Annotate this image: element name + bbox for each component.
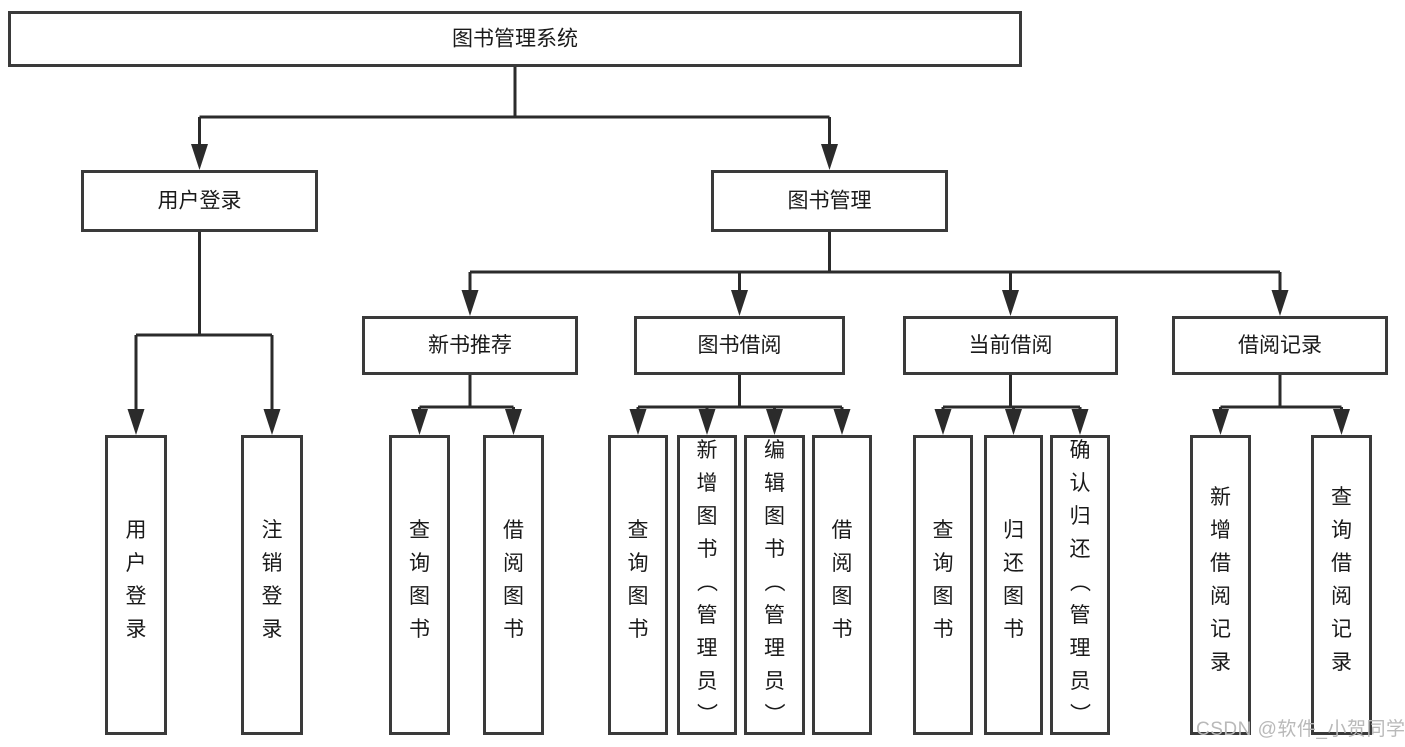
node-leaf-query-book-1[interactable]: 查询图书 xyxy=(389,435,450,735)
node-leaf-borrow-book-2[interactable]: 借阅图书 xyxy=(812,435,872,735)
node-leaf-query-record[interactable]: 查询借阅记录 xyxy=(1311,435,1372,735)
node-label: 查询图书 xyxy=(628,519,649,641)
node-current-borrow[interactable]: 当前借阅 xyxy=(903,316,1118,375)
node-label: 用户登录 xyxy=(126,519,147,641)
node-leaf-edit-book[interactable]: 编辑图书（管理员） xyxy=(744,435,805,735)
connector-group-book-manage xyxy=(461,232,1289,316)
node-root[interactable]: 图书管理系统 xyxy=(8,11,1022,67)
node-label: 借阅图书 xyxy=(503,519,524,641)
node-label: 确认归还（管理员） xyxy=(1070,439,1092,726)
node-leaf-query-book-3[interactable]: 查询图书 xyxy=(913,435,973,735)
node-label: 借阅图书 xyxy=(832,519,853,641)
node-new-book-rec[interactable]: 新书推荐 xyxy=(362,316,578,375)
node-label: 新增借阅记录 xyxy=(1210,486,1231,674)
node-label: 注销登录 xyxy=(262,519,283,641)
node-label: 图书借阅 xyxy=(698,334,782,357)
node-book-manage[interactable]: 图书管理 xyxy=(711,170,948,232)
node-leaf-return-book[interactable]: 归还图书 xyxy=(984,435,1043,735)
node-layer: 图书管理系统用户登录图书管理新书推荐图书借阅当前借阅借阅记录用户登录注销登录查询… xyxy=(8,11,1388,735)
connector-layer xyxy=(127,67,1350,435)
node-leaf-query-book-2[interactable]: 查询图书 xyxy=(608,435,668,735)
node-book-borrow[interactable]: 图书借阅 xyxy=(634,316,845,375)
connector-group-book-borrow xyxy=(629,375,851,435)
node-label: 当前借阅 xyxy=(969,334,1053,357)
node-borrow-record[interactable]: 借阅记录 xyxy=(1172,316,1388,375)
node-label: 查询图书 xyxy=(933,519,954,641)
node-user-login[interactable]: 用户登录 xyxy=(81,170,318,232)
node-leaf-logout[interactable]: 注销登录 xyxy=(241,435,303,735)
node-label: 查询借阅记录 xyxy=(1331,486,1352,674)
node-leaf-add-record[interactable]: 新增借阅记录 xyxy=(1190,435,1251,735)
node-label: 新增图书（管理员） xyxy=(697,439,719,726)
node-leaf-user-login[interactable]: 用户登录 xyxy=(105,435,167,735)
node-leaf-add-book[interactable]: 新增图书（管理员） xyxy=(677,435,737,735)
connector-group-borrow-record xyxy=(1212,375,1350,435)
connector-group-current-borrow xyxy=(934,375,1089,435)
node-leaf-borrow-book-1[interactable]: 借阅图书 xyxy=(483,435,544,735)
node-leaf-confirm-return[interactable]: 确认归还（管理员） xyxy=(1050,435,1110,735)
connector-group-new-book-rec xyxy=(411,375,522,435)
node-label: 归还图书 xyxy=(1003,519,1024,641)
node-label: 新书推荐 xyxy=(428,334,512,357)
watermark-label: CSDN @软件_小贺同学 xyxy=(1196,719,1405,740)
connector-group-user-login xyxy=(127,232,281,435)
node-label: 借阅记录 xyxy=(1238,334,1322,357)
connector-group-root xyxy=(191,67,838,170)
node-label: 图书管理 xyxy=(788,190,872,213)
node-label: 编辑图书（管理员） xyxy=(764,439,786,726)
node-label: 用户登录 xyxy=(158,190,242,213)
node-label: 查询图书 xyxy=(409,519,430,641)
node-label: 图书管理系统 xyxy=(452,28,578,51)
